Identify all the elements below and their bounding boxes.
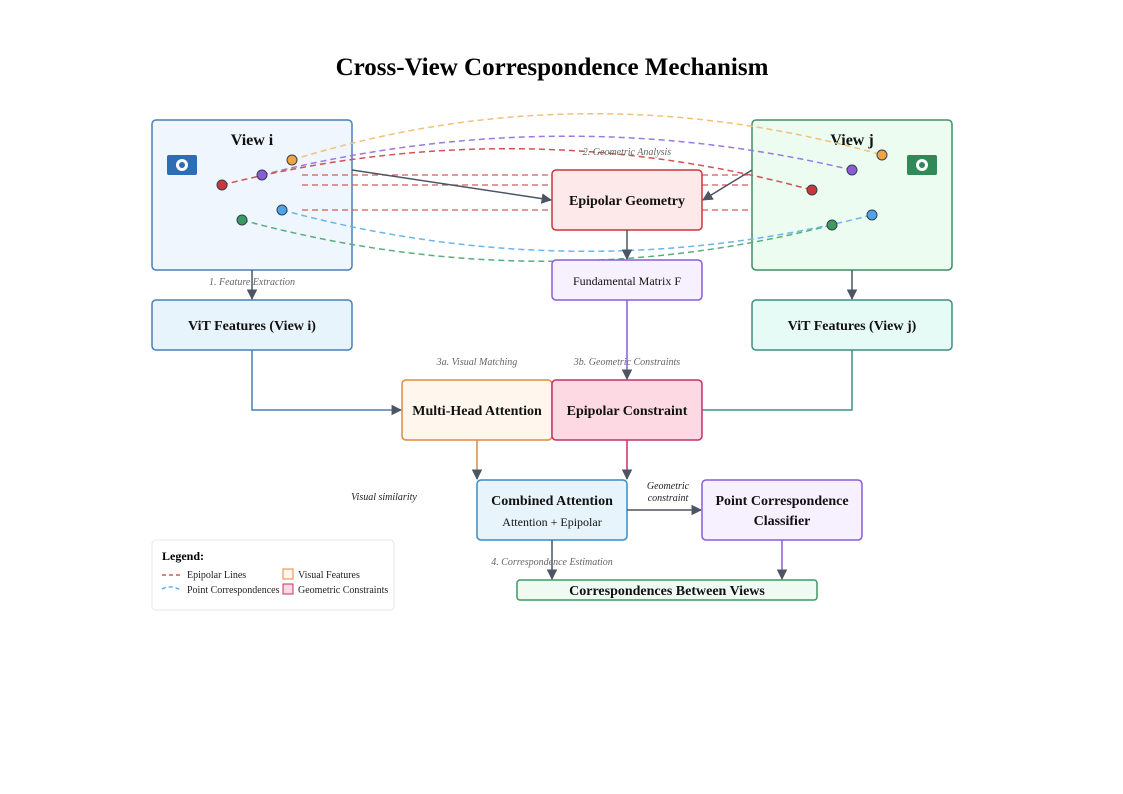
correspondence-curve-blue bbox=[281, 209, 873, 253]
svg-text:ViT Features (View i): ViT Features (View i) bbox=[188, 319, 316, 334]
feature-point bbox=[876, 149, 888, 161]
classifier-node: Point Correspondence Classifier bbox=[701, 479, 863, 541]
epipolar-constraint-node: Epipolar Constraint bbox=[551, 379, 703, 441]
annotation-geometric-constraint-2: constraint bbox=[648, 493, 689, 504]
legend-visual-swatch bbox=[282, 568, 294, 580]
arrow-view-i-to-epipolar bbox=[351, 169, 553, 204]
feature-point bbox=[256, 169, 268, 181]
legend-visual-features: Visual Features bbox=[298, 570, 360, 581]
view-j-label: View j bbox=[830, 132, 873, 149]
arrow-view-j-to-epipolar bbox=[702, 169, 753, 201]
legend-epipolar-lines: Epipolar Lines bbox=[187, 570, 246, 581]
diagram-title: Cross-View Correspondence Mechanism bbox=[336, 54, 769, 81]
correspondence-curve-green bbox=[241, 219, 833, 263]
view-i-panel: View i bbox=[151, 119, 353, 271]
camera-icon bbox=[907, 155, 937, 175]
legend-title: Legend: bbox=[162, 549, 204, 563]
step-feature-extraction: 1. Feature Extraction bbox=[209, 277, 295, 288]
epipolar-geometry-node: Epipolar Geometry bbox=[551, 169, 703, 231]
view-i-label: View i bbox=[231, 132, 274, 149]
annotation-geometric-constraint-1: Geometric bbox=[647, 481, 690, 492]
step-visual-matching: 3a. Visual Matching bbox=[436, 357, 518, 368]
correspondence-curve-orange bbox=[291, 112, 883, 161]
view-j-points bbox=[806, 149, 888, 231]
correspondence-curves bbox=[221, 112, 883, 263]
feature-point bbox=[216, 179, 228, 191]
fundamental-matrix-node: Fundamental Matrix F bbox=[551, 259, 703, 301]
svg-text:Combined Attention: Combined Attention bbox=[491, 494, 613, 509]
vit-features-i-node: ViT Features (View i) bbox=[151, 299, 353, 351]
legend-point-correspondences: Point Correspondences bbox=[187, 585, 280, 596]
feature-point bbox=[286, 154, 298, 166]
correspondence-curve-purple bbox=[261, 135, 853, 176]
svg-text:Epipolar Constraint: Epipolar Constraint bbox=[567, 404, 688, 419]
step-geometric-analysis: 2. Geometric Analysis bbox=[583, 147, 672, 158]
annotation-visual-similarity: Visual similarity bbox=[351, 492, 417, 503]
feature-point bbox=[826, 219, 838, 231]
view-j-panel: View j bbox=[751, 119, 953, 271]
svg-text:Attention + Epipolar: Attention + Epipolar bbox=[502, 515, 601, 529]
feature-point bbox=[866, 209, 878, 221]
legend-geometric-swatch bbox=[282, 583, 294, 595]
legend-correspondence-swatch bbox=[161, 586, 183, 592]
svg-text:Correspondences Between Views: Correspondences Between Views bbox=[569, 584, 765, 599]
svg-text:Classifier: Classifier bbox=[754, 514, 811, 529]
camera-icon bbox=[167, 155, 197, 175]
combined-attention-node: Combined Attention Attention + Epipolar bbox=[476, 479, 628, 541]
svg-text:Multi-Head Attention: Multi-Head Attention bbox=[412, 404, 542, 419]
feature-point bbox=[276, 204, 288, 216]
feature-point bbox=[846, 164, 858, 176]
svg-text:Point Correspondence: Point Correspondence bbox=[715, 494, 848, 509]
legend-geometric-constraints: Geometric Constraints bbox=[298, 585, 388, 596]
feature-point bbox=[806, 184, 818, 196]
multi-head-attention-node: Multi-Head Attention bbox=[401, 379, 553, 441]
correspondences-output-node: Correspondences Between Views bbox=[516, 579, 818, 601]
vit-features-j-node: ViT Features (View j) bbox=[751, 299, 953, 351]
svg-text:ViT Features (View j): ViT Features (View j) bbox=[788, 319, 917, 334]
view-i-points bbox=[216, 154, 298, 226]
feature-point bbox=[236, 214, 248, 226]
line-vit-j-to-constraint bbox=[702, 350, 853, 411]
correspondence-curve-red bbox=[221, 147, 813, 191]
step-correspondence-estimation: 4. Correspondence Estimation bbox=[491, 557, 613, 568]
svg-text:Fundamental Matrix F: Fundamental Matrix F bbox=[573, 274, 681, 288]
arrow-vit-i-to-attention bbox=[251, 350, 403, 416]
svg-text:Epipolar Geometry: Epipolar Geometry bbox=[569, 194, 685, 209]
legend: Legend: Epipolar Lines Point Corresponde… bbox=[151, 539, 395, 611]
